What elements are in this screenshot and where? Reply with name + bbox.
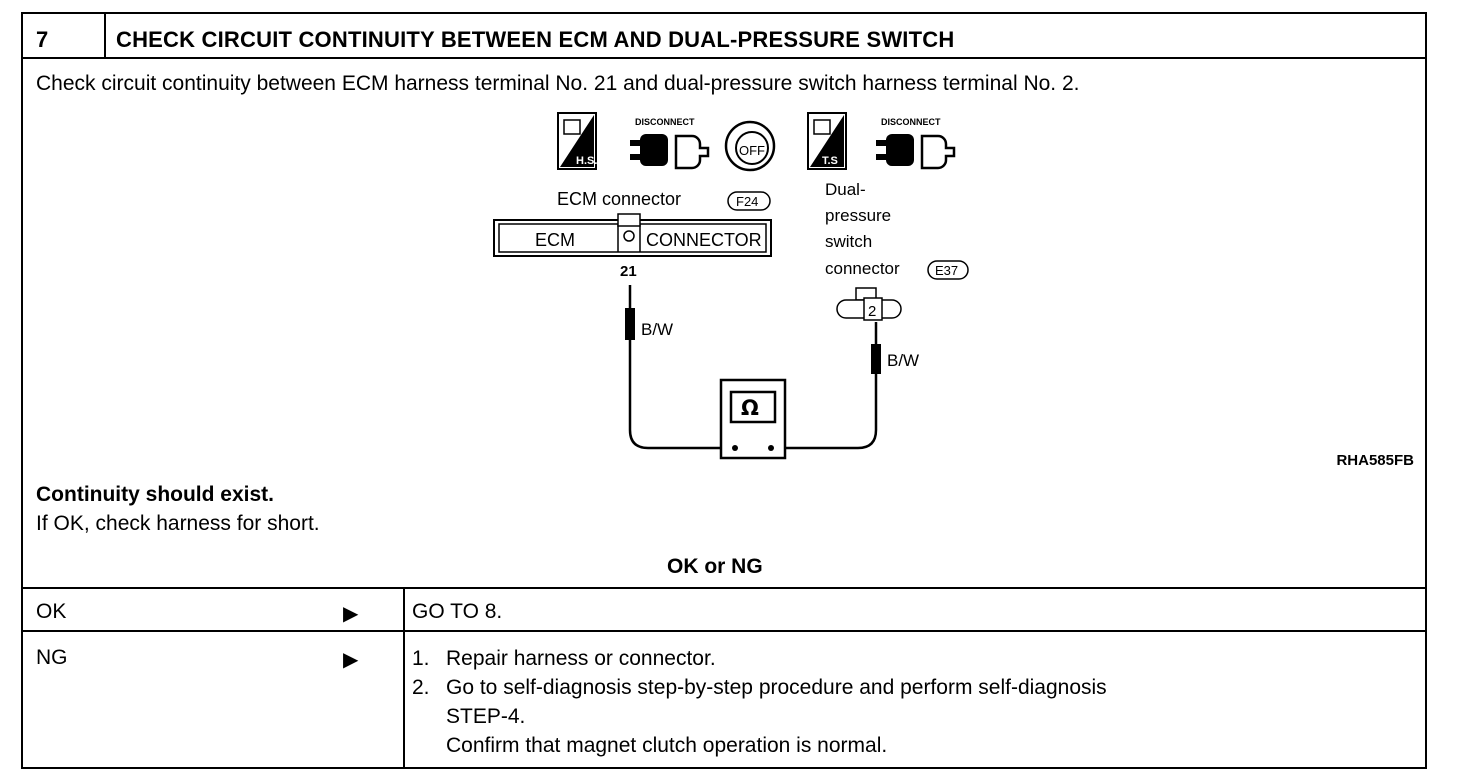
- ecm-connector-code: F24: [736, 194, 758, 209]
- ecm-terminal-number: 21: [620, 263, 637, 280]
- switch-connector-symbol: 2: [836, 287, 902, 321]
- list-item-continuation: Confirm that magnet clutch operation is …: [446, 734, 888, 757]
- disconnect-icon: DISCONNECT: [630, 117, 710, 170]
- svg-text:Ω: Ω: [741, 396, 759, 420]
- arrow-right-icon: ▶: [343, 603, 359, 625]
- results-mid-divider: [21, 630, 1427, 632]
- ecm-box-label: ECM: [535, 230, 575, 250]
- svg-text:DISCONNECT: DISCONNECT: [635, 117, 695, 127]
- connector-box-label: CONNECTOR: [646, 230, 762, 250]
- svg-text:OFF: OFF: [739, 143, 765, 158]
- svg-text:2: 2: [868, 303, 876, 320]
- instruction-text: Check circuit continuity between ECM har…: [36, 72, 1080, 95]
- result-ok-action: GO TO 8.: [412, 600, 503, 623]
- result-ok-label: OK: [36, 600, 67, 623]
- step-number-divider: [104, 12, 106, 58]
- terminal-side-icon: T.S: [807, 112, 847, 170]
- results-column-divider: [403, 587, 405, 769]
- arrow-right-icon: ▶: [343, 649, 359, 671]
- wire-color-left: B/W: [641, 320, 673, 339]
- result-heading: OK or NG: [667, 555, 763, 578]
- ignition-off-icon: OFF: [724, 120, 776, 172]
- harness-side-icon: H.S.: [557, 112, 597, 170]
- svg-text:H.S.: H.S.: [576, 155, 597, 167]
- disconnect-icon: DISCONNECT: [876, 117, 956, 170]
- wire-color-right: B/W: [887, 351, 919, 370]
- list-item-continuation: STEP-4.: [446, 705, 526, 728]
- result-ng-label: NG: [36, 646, 68, 669]
- step-number: 7: [36, 27, 49, 52]
- svg-text:T.S: T.S: [822, 155, 838, 167]
- list-item: 2. Go to self-diagnosis step-by-step pro…: [412, 676, 1107, 699]
- header-divider: [21, 57, 1427, 59]
- procedure-table: [21, 12, 1427, 769]
- results-top-divider: [21, 587, 1427, 589]
- ohmmeter-icon: Ω: [719, 378, 787, 460]
- switch-connector-code: E37: [935, 263, 958, 278]
- svg-text:DISCONNECT: DISCONNECT: [881, 117, 941, 127]
- step-title: CHECK CIRCUIT CONTINUITY BETWEEN ECM AND…: [116, 27, 955, 52]
- ecm-connector-label: ECM connector: [557, 189, 681, 209]
- switch-connector-label: Dual- pressure switch connector: [825, 180, 900, 278]
- list-item: 1. Repair harness or connector.: [412, 647, 716, 670]
- ok-followup-note: If OK, check harness for short.: [36, 512, 320, 535]
- figure-code: RHA585FB: [1336, 452, 1414, 469]
- expected-result: Continuity should exist.: [36, 483, 275, 506]
- wiring-diagram: H.S. DISCONNECT OFF T.S DISCONNECT ECM c…: [493, 112, 969, 460]
- ng-action-steps: 1. Repair harness or connector. 2. Go to…: [412, 644, 1107, 760]
